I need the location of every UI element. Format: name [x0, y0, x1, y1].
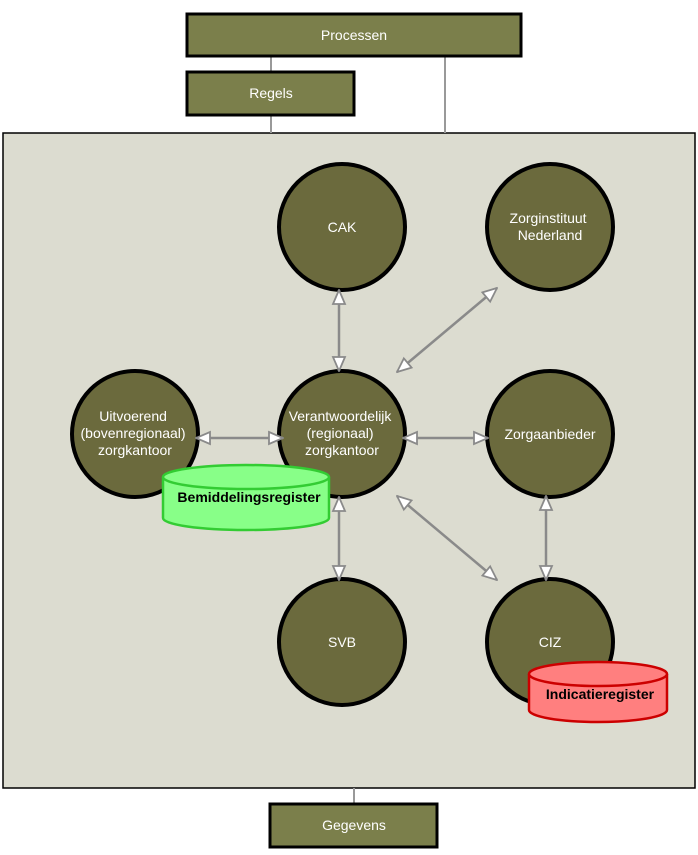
node-cak: CAK	[277, 162, 407, 292]
node-ciz-label: CIZ	[539, 634, 562, 650]
register-bemiddeling-label: Bemiddelingsregister	[177, 489, 321, 505]
register-bemiddeling: Bemiddelingsregister	[161, 463, 331, 532]
node-uitvoerend: Uitvoerend (bovenregionaal) zorgkantoor	[70, 369, 200, 499]
node-zorginstituut-label: Zorginstituut Nederland	[510, 210, 591, 243]
node-svb-label: SVB	[328, 634, 356, 650]
node-zorginstituut: Zorginstituut Nederland	[485, 162, 615, 292]
register-indicatie-label: Indicatieregister	[546, 686, 655, 702]
register-indicatie: Indicatieregister	[527, 660, 669, 724]
node-svb: SVB	[277, 577, 407, 707]
layer-regels: Regels	[185, 70, 356, 117]
layer-processen-label: Processen	[321, 27, 387, 43]
node-uitvoerend-label: Uitvoerend (bovenregionaal) zorgkantoor	[81, 408, 190, 458]
node-verantwoordelijk-label: Verantwoordelijk (regionaal) zorgkantoor	[289, 408, 396, 458]
layer-gegevens: Gegevens	[268, 802, 439, 849]
layer-processen: Processen	[185, 12, 523, 58]
arrow-verantwoordelijk-ciz	[397, 496, 497, 580]
node-zorgaanbieder-label: Zorgaanbieder	[504, 426, 595, 442]
layer-regels-label: Regels	[249, 85, 293, 101]
node-zorgaanbieder: Zorgaanbieder	[485, 369, 615, 499]
layer-gegevens-label: Gegevens	[322, 817, 386, 833]
node-cak-label: CAK	[328, 219, 357, 235]
arrow-zorginstituut-verantwoordelijk	[397, 288, 497, 372]
